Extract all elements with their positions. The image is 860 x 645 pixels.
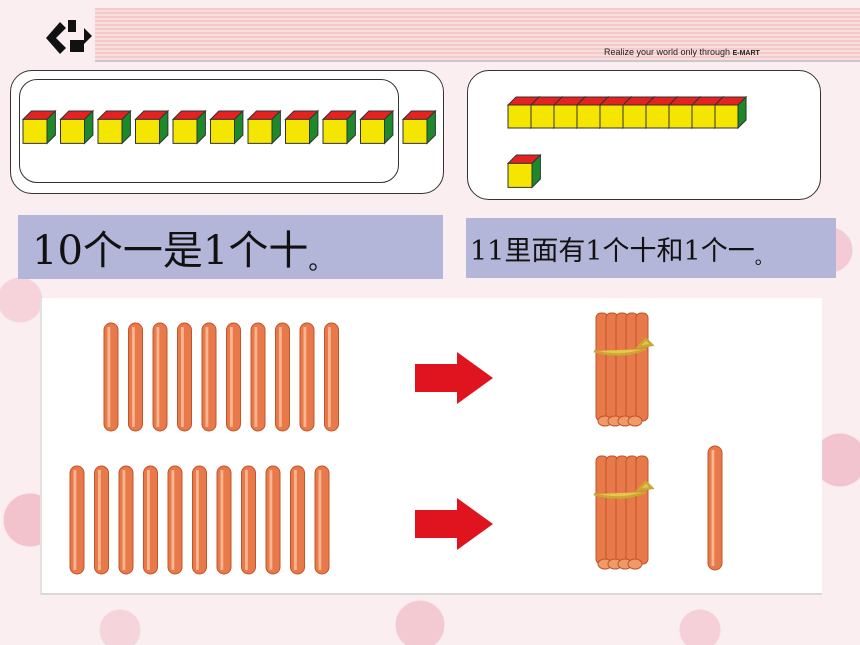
single-stick — [707, 445, 723, 571]
label-eleven: 11里面有1个十和1个一。 — [466, 218, 836, 278]
single-cubes-svg — [21, 109, 437, 145]
label-ten-ones: 10个一是1个十。 — [18, 215, 443, 279]
label-ten-ones-mark: 。 — [308, 246, 333, 275]
ten-stick-bundle — [593, 455, 655, 570]
stick — [241, 465, 256, 575]
stick — [226, 322, 241, 432]
stick — [177, 322, 192, 432]
brand-text: E-MART — [732, 50, 760, 57]
ten-stick-bundle — [593, 312, 655, 427]
stick — [69, 465, 85, 575]
stick — [143, 465, 158, 575]
single-cube — [21, 109, 57, 145]
stick — [152, 322, 168, 432]
arrow-right-icon — [415, 498, 493, 550]
single-cube — [171, 109, 207, 145]
stick — [201, 322, 217, 432]
single-cube — [284, 109, 320, 145]
single-cube — [96, 109, 132, 145]
stick — [118, 465, 134, 575]
header-tagline: Realize your world only through E-MART — [604, 47, 760, 57]
ten-cubes-group — [19, 79, 399, 183]
label-eleven-mark: 。 — [754, 248, 773, 269]
stick — [103, 322, 119, 432]
emart-logo-icon — [46, 20, 92, 54]
sticks-area — [40, 298, 822, 595]
label-eleven-text: 11里面有1个十和1个一 — [470, 235, 755, 267]
label-ten-ones-text: 10个一是1个十 — [32, 228, 309, 274]
stick — [314, 465, 330, 575]
stick — [216, 465, 232, 575]
single-cube — [401, 109, 437, 145]
arrow-right-icon — [415, 352, 493, 404]
stick — [324, 322, 339, 432]
header-divider — [95, 60, 860, 62]
stick — [265, 465, 281, 575]
stick — [250, 322, 266, 432]
rod-panel — [467, 70, 821, 200]
stick — [192, 465, 207, 575]
single-cube — [246, 109, 282, 145]
sticks-illustration — [69, 312, 723, 575]
single-cube — [209, 109, 245, 145]
extra-cube — [506, 153, 542, 189]
single-cubes-panel — [10, 70, 444, 194]
single-cube-block — [506, 153, 542, 189]
rod-cube — [713, 95, 748, 130]
stick — [128, 322, 143, 432]
single-cube — [59, 109, 95, 145]
stick — [94, 465, 109, 575]
stick — [299, 322, 315, 432]
tagline-text: Realize your world only through — [604, 47, 731, 57]
single-cube — [134, 109, 170, 145]
header-band — [95, 8, 860, 60]
stick — [290, 465, 305, 575]
single-cube — [321, 109, 357, 145]
stick — [275, 322, 290, 432]
single-cube — [359, 109, 395, 145]
stick — [167, 465, 183, 575]
ten-rod-block — [506, 95, 748, 130]
